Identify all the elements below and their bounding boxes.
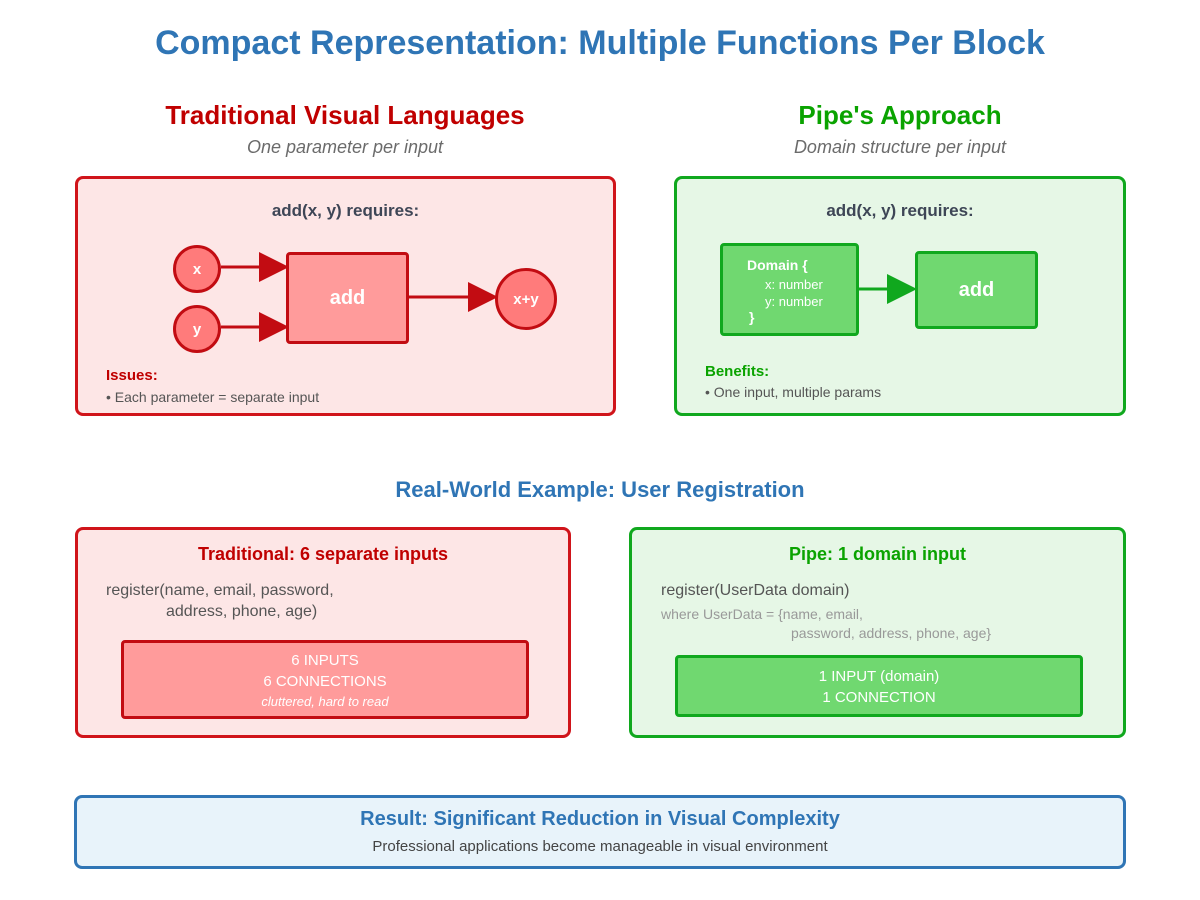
pipe-node-add: add xyxy=(915,251,1038,329)
domain-x: x: number xyxy=(765,277,823,292)
traditional-subtitle: One parameter per input xyxy=(246,137,444,157)
domain-block: Domain { x: number y: number } xyxy=(720,243,859,336)
benefits-label: Benefits: xyxy=(705,363,770,380)
traditional-example-panel: Traditional: 6 separate inputs register(… xyxy=(75,527,571,738)
domain-open: Domain { xyxy=(747,257,808,273)
pipe-connectors xyxy=(857,274,917,304)
pipe-requires: add(x, y) requires: xyxy=(826,201,974,220)
traditional-summary-box: 6 INPUTS 6 CONNECTIONS cluttered, hard t… xyxy=(121,640,529,719)
pipe-code-line1: register(UserData domain) xyxy=(661,582,850,599)
result-panel: Result: Significant Reduction in Visual … xyxy=(74,795,1126,869)
pipe-title: Pipe's Approach xyxy=(798,100,1002,130)
issues-label: Issues: xyxy=(106,367,158,384)
traditional-title: Traditional Visual Languages xyxy=(165,100,525,130)
pipe-example-panel: Pipe: 1 domain input register(UserData d… xyxy=(629,527,1126,738)
pipe-subtitle: Domain structure per input xyxy=(793,137,1007,157)
pipe-code-line2: where UserData = {name, email, xyxy=(661,606,863,622)
pipe-panel: add(x, y) requires: Domain { x: number y… xyxy=(674,176,1126,416)
pipe-code-line3: password, address, phone, age} xyxy=(791,625,992,641)
benefits-item: • One input, multiple params xyxy=(705,384,882,400)
pipe-summary-box: 1 INPUT (domain) 1 CONNECTION xyxy=(675,655,1083,717)
domain-y: y: number xyxy=(765,294,823,309)
result-text: Professional applications become managea… xyxy=(372,838,828,855)
page-title: Compact Representation: Multiple Functio… xyxy=(155,24,1045,62)
node-result: x+y xyxy=(495,268,557,330)
traditional-code-line2: address, phone, age) xyxy=(166,603,318,620)
node-add: add xyxy=(286,252,409,344)
traditional-note: cluttered, hard to read xyxy=(261,694,389,709)
traditional-inputs-count: 6 INPUTS xyxy=(291,652,359,669)
traditional-code-line1: register(name, email, password, xyxy=(106,582,334,599)
traditional-connections-count: 6 CONNECTIONS xyxy=(263,673,387,690)
traditional-panel: add(x, y) requires: x y add x+y Issues: … xyxy=(75,176,616,416)
domain-close: } xyxy=(749,309,755,325)
example-title: Real-World Example: User Registration xyxy=(395,477,805,502)
pipe-inputs-count: 1 INPUT (domain) xyxy=(818,668,940,685)
traditional-connectors xyxy=(221,252,498,342)
pipe-connections-count: 1 CONNECTION xyxy=(822,689,936,706)
node-x: x xyxy=(173,245,221,293)
issues-item: • Each parameter = separate input xyxy=(106,389,320,405)
traditional-example-heading: Traditional: 6 separate inputs xyxy=(197,544,449,564)
node-y: y xyxy=(173,305,221,353)
pipe-example-heading: Pipe: 1 domain input xyxy=(788,544,966,564)
result-heading: Result: Significant Reduction in Visual … xyxy=(360,808,840,830)
traditional-requires: add(x, y) requires: xyxy=(271,201,420,220)
